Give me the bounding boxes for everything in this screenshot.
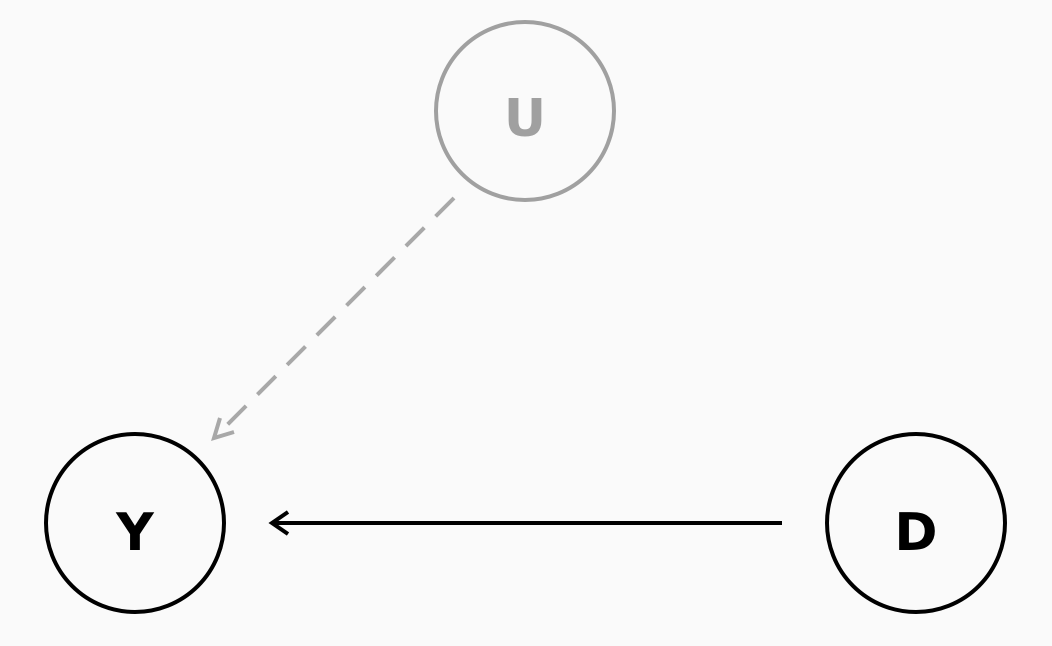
- node-y-circle: [44, 432, 226, 614]
- node-d: D: [825, 432, 1007, 614]
- node-u-label: U: [504, 89, 546, 149]
- node-y: Y: [44, 432, 226, 614]
- edge-u-to-y: [211, 196, 456, 441]
- edge-d-to-y-arrowhead: [268, 510, 290, 536]
- edge-u-to-y-line: [216, 196, 456, 436]
- node-y-label: Y: [115, 503, 155, 563]
- node-d-label: D: [894, 503, 937, 563]
- node-d-circle: [825, 432, 1007, 614]
- edge-u-to-y-arrowhead: [211, 417, 235, 441]
- node-u-circle: [434, 20, 616, 202]
- node-u: U: [434, 20, 616, 202]
- edge-d-to-y: [268, 510, 782, 536]
